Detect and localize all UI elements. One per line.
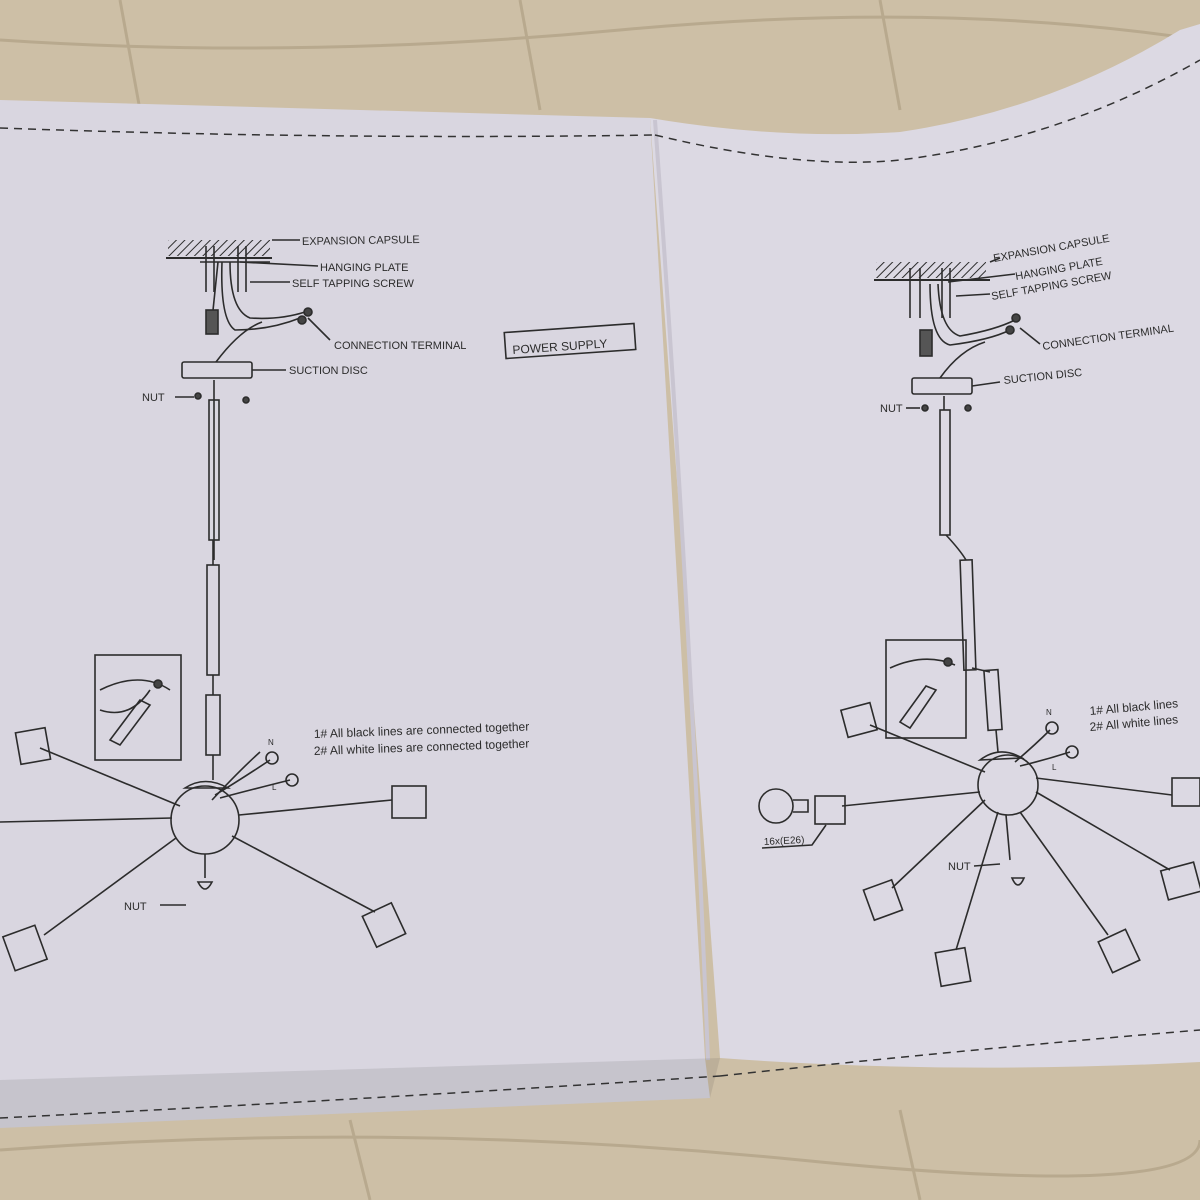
label-bulb-spec-right: 16x(E26) <box>764 835 805 848</box>
paper-right <box>650 24 1200 1068</box>
paper-left <box>0 100 710 1128</box>
label-self-tapping-screw-left: SELF TAPPING SCREW <box>292 278 414 290</box>
label-wire-l-right: L <box>1052 763 1057 772</box>
label-hanging-plate-left: HANGING PLATE <box>320 262 408 274</box>
right-diagram <box>758 257 1200 988</box>
wiring-inset-left <box>94 654 182 761</box>
cut-line-top-left <box>0 127 656 138</box>
label-wire-l-left: L <box>272 783 277 792</box>
label-connection-terminal-left: CONNECTION TERMINAL <box>334 340 466 352</box>
label-expansion-capsule-left: EXPANSION CAPSULE <box>302 234 420 248</box>
power-supply-box-left <box>503 322 637 360</box>
ceiling-hatch-right <box>876 262 986 278</box>
label-wire-n-left: N <box>268 738 274 747</box>
paper-shading <box>0 1058 720 1128</box>
left-diagram <box>0 239 637 972</box>
down-rod-lower-right <box>983 668 1003 732</box>
down-rod-middle-right <box>959 558 977 672</box>
label-nut-bottom-left: NUT <box>124 901 147 913</box>
ceiling-hatch <box>168 240 270 256</box>
hub-right <box>977 754 1039 816</box>
label-nut-bottom-right: NUT <box>948 861 971 873</box>
down-rod-upper <box>208 399 220 541</box>
label-power-supply-left: POWER SUPPLY <box>512 336 608 357</box>
cut-line-bottom-left <box>0 1075 721 1119</box>
bulb-icon <box>758 788 794 824</box>
label-wire-n-right: N <box>1046 708 1052 717</box>
down-rod-upper-right <box>939 409 951 536</box>
label-nut-top-right: NUT <box>880 403 903 415</box>
label-nut-top-left: NUT <box>142 392 165 404</box>
label-suction-disc-left: SUCTION DISC <box>289 365 368 377</box>
paper-fold-line <box>653 119 710 1061</box>
cut-line-bottom-right <box>719 1029 1200 1077</box>
wiring-inset-right <box>885 639 967 739</box>
